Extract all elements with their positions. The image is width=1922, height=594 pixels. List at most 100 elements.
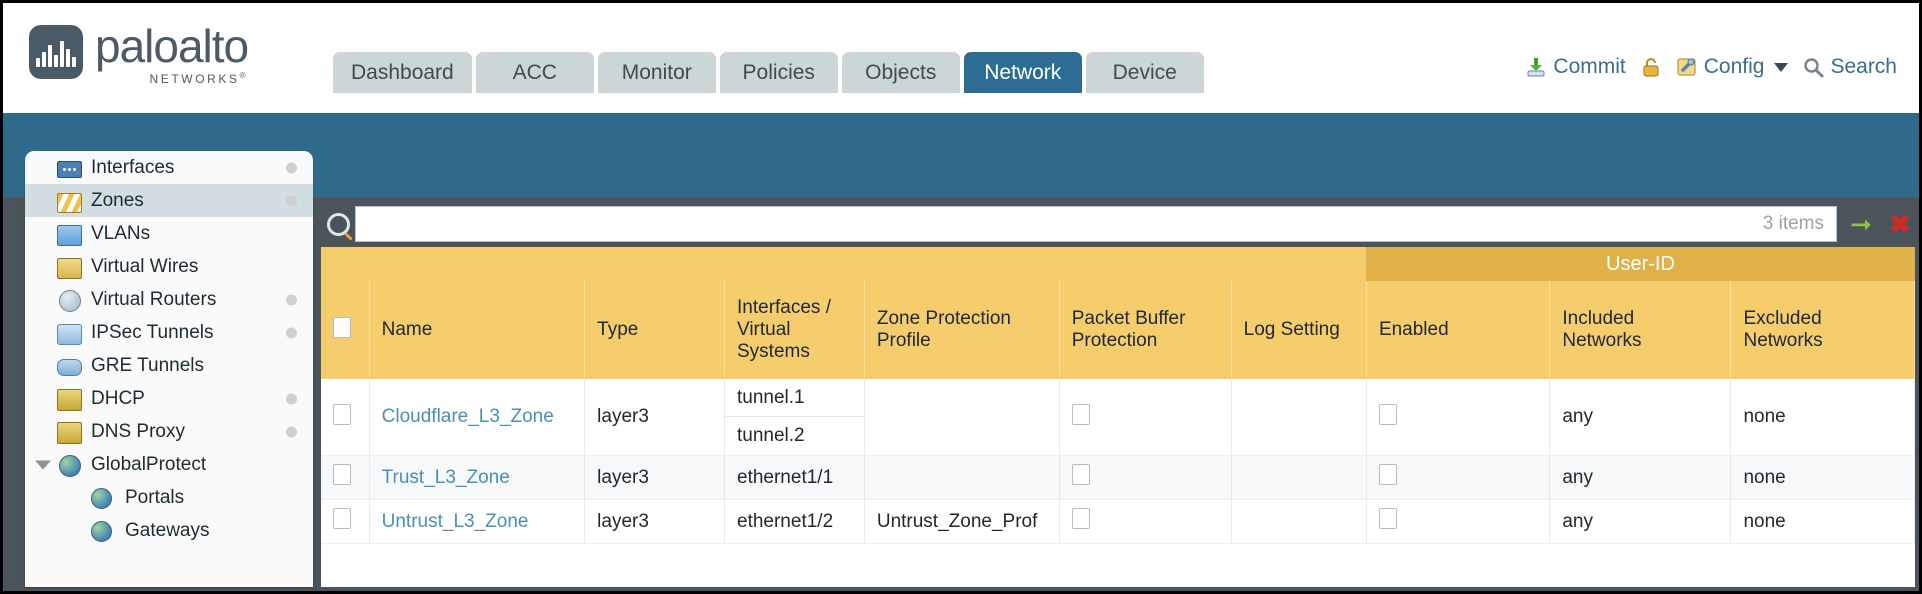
sidebar-item-virtual-wires[interactable]: Virtual Wires — [25, 250, 313, 283]
sidebar-item-portals[interactable]: Portals — [25, 481, 313, 514]
cell-type: layer3 — [584, 379, 725, 456]
search-label: Search — [1830, 55, 1897, 78]
zone-name-link[interactable]: Untrust_L3_Zone — [381, 510, 529, 532]
tab-acc[interactable]: ACC — [475, 52, 594, 93]
status-dot — [286, 327, 297, 338]
gateways-icon — [91, 520, 116, 542]
top-actions: Commit Config — [1525, 55, 1897, 79]
table-header-row: Name Type Interfaces / Virtual Systems Z… — [321, 281, 1915, 379]
zone-name-link[interactable]: Trust_L3_Zone — [381, 466, 510, 488]
cell-userid-enabled — [1366, 455, 1551, 500]
commit-icon — [1525, 56, 1547, 78]
main-tabs: Dashboard ACC Monitor Policies Objects N… — [333, 52, 1204, 93]
row-select-cell — [321, 455, 370, 500]
cell-type: layer3 — [584, 455, 725, 500]
column-header-zone-protection-profile[interactable]: Zone Protection Profile — [864, 281, 1060, 379]
zones-icon — [57, 191, 82, 213]
brand-tagline: NETWORKS® — [149, 71, 249, 86]
cell-excluded-networks: none — [1730, 499, 1915, 544]
userid-enabled-checkbox[interactable] — [1378, 508, 1397, 529]
tab-dashboard[interactable]: Dashboard — [333, 52, 472, 93]
config-wrench-icon — [1676, 56, 1698, 78]
sidebar-item-interfaces[interactable]: Interfaces — [25, 151, 313, 184]
sidebar-item-dhcp[interactable]: DHCP — [25, 382, 313, 415]
column-header-included-networks[interactable]: Included Networks — [1549, 281, 1732, 379]
select-all-checkbox[interactable] — [333, 316, 351, 338]
column-header-name[interactable]: Name — [369, 281, 586, 379]
userid-enabled-checkbox[interactable] — [1378, 464, 1397, 485]
commit-button[interactable]: Commit — [1525, 55, 1626, 79]
apply-filter-button[interactable]: ➞ — [1846, 209, 1876, 239]
sidebar-item-label: Portals — [125, 486, 185, 508]
commit-label: Commit — [1553, 55, 1626, 78]
cell-interfaces: tunnel.1 tunnel.2 — [724, 379, 865, 456]
tab-objects[interactable]: Objects — [841, 52, 960, 93]
packet-buffer-protection-checkbox[interactable] — [1071, 403, 1090, 425]
status-dot — [286, 294, 297, 305]
tab-network[interactable]: Network — [963, 52, 1082, 93]
column-header-type[interactable]: Type — [584, 281, 725, 379]
cell-included-networks: any — [1549, 379, 1732, 456]
column-header-packet-buffer-protection[interactable]: Packet Buffer Protection — [1059, 281, 1232, 379]
sidebar-item-label: GRE Tunnels — [91, 354, 204, 376]
cell-included-networks: any — [1549, 455, 1732, 500]
cell-log-setting — [1231, 455, 1367, 500]
cell-excluded-networks: none — [1730, 379, 1915, 456]
sidebar-item-gateways[interactable]: Gateways — [25, 514, 313, 547]
filter-input[interactable]: 3 items — [355, 206, 1837, 242]
packet-buffer-protection-checkbox[interactable] — [1071, 464, 1090, 485]
sidebar-item-globalprotect[interactable]: GlobalProtect — [25, 448, 313, 481]
gre-tunnels-icon — [57, 356, 82, 376]
brand-name: paloalto — [95, 20, 249, 72]
expand-triangle-icon[interactable] — [35, 460, 51, 469]
tab-device[interactable]: Device — [1085, 52, 1204, 93]
arrow-right-icon: ➞ — [1850, 209, 1872, 239]
lock-icon[interactable] — [1640, 56, 1662, 78]
tab-policies[interactable]: Policies — [719, 52, 838, 93]
ipsec-tunnels-icon — [57, 323, 82, 345]
select-all-header — [321, 281, 370, 379]
config-menu[interactable]: Config — [1676, 55, 1789, 79]
sidebar-item-zones[interactable]: Zones — [25, 184, 313, 217]
network-sidebar: Interfaces Zones VLANs Virtual Wires Vir… — [25, 151, 313, 587]
status-dot — [286, 162, 297, 173]
sidebar-item-virtual-routers[interactable]: Virtual Routers — [25, 283, 313, 316]
row-checkbox[interactable] — [333, 508, 351, 529]
tab-monitor[interactable]: Monitor — [597, 52, 716, 93]
column-header-log-setting[interactable]: Log Setting — [1231, 281, 1367, 379]
status-dot — [286, 426, 297, 437]
column-header-interfaces[interactable]: Interfaces / Virtual Systems — [724, 281, 865, 379]
packet-buffer-protection-checkbox[interactable] — [1071, 508, 1090, 529]
zone-name-link[interactable]: Cloudflare_L3_Zone — [381, 406, 554, 427]
sidebar-item-ipsec-tunnels[interactable]: IPSec Tunnels — [25, 316, 313, 349]
item-count: 3 items — [1762, 213, 1824, 234]
sidebar-item-dns-proxy[interactable]: DNS Proxy — [25, 415, 313, 448]
table-row[interactable]: Cloudflare_L3_Zone layer3 tunnel.1 tunne… — [321, 379, 1915, 456]
cell-packet-buffer-protection — [1059, 379, 1232, 456]
table-row[interactable]: Untrust_L3_Zone layer3 ethernet1/2 Untru… — [321, 499, 1915, 544]
sidebar-item-gre-tunnels[interactable]: GRE Tunnels — [25, 349, 313, 382]
paloalto-logo: paloalto NETWORKS® — [29, 20, 249, 88]
row-checkbox[interactable] — [333, 464, 351, 485]
cell-zone-protection-profile — [864, 455, 1060, 500]
sidebar-item-vlans[interactable]: VLANs — [25, 217, 313, 250]
search-button[interactable]: Search — [1802, 55, 1897, 79]
filter-search-icon — [321, 212, 355, 236]
search-icon — [1802, 56, 1824, 78]
logo-mark-icon — [29, 25, 83, 79]
row-checkbox[interactable] — [333, 403, 351, 425]
zones-table-container: User-ID Name Type Interfaces / Virtual S… — [321, 247, 1915, 587]
cell-interfaces: ethernet1/1 — [724, 455, 865, 500]
cell-log-setting — [1231, 379, 1367, 456]
cell-packet-buffer-protection — [1059, 455, 1232, 500]
sidebar-item-label: Virtual Routers — [91, 288, 217, 310]
dhcp-icon — [57, 388, 82, 411]
cell-included-networks: any — [1549, 499, 1732, 544]
sidebar-item-label: DHCP — [91, 387, 145, 409]
table-row[interactable]: Trust_L3_Zone layer3 ethernet1/1 any non… — [321, 455, 1915, 500]
column-header-enabled[interactable]: Enabled — [1366, 281, 1551, 379]
clear-filter-button[interactable]: ✖ — [1885, 209, 1915, 239]
column-header-excluded-networks[interactable]: Excluded Networks — [1730, 281, 1915, 379]
userid-enabled-checkbox[interactable] — [1378, 403, 1397, 425]
